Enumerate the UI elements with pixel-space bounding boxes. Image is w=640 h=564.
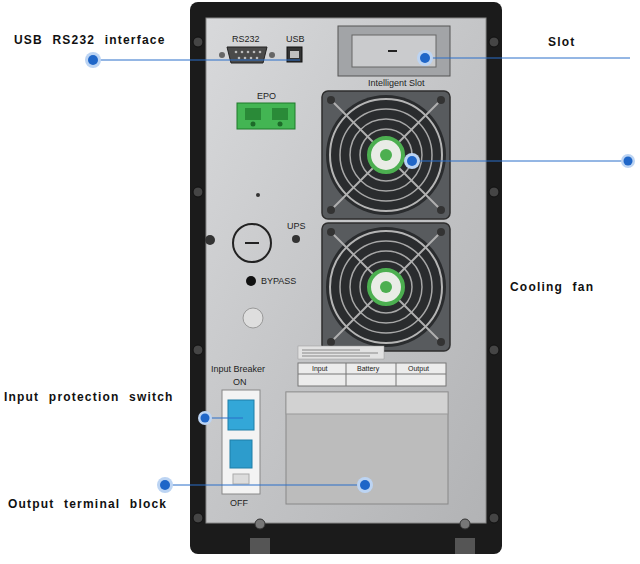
callout-label: Cooling fan bbox=[510, 281, 594, 295]
terminal-label: Input bbox=[312, 365, 328, 373]
port-label: USB bbox=[286, 34, 305, 44]
breaker-state-label: ON bbox=[233, 377, 247, 387]
switch-label: BYPASS bbox=[261, 276, 296, 286]
port-label: EPO bbox=[257, 91, 276, 101]
port-label: RS232 bbox=[232, 34, 260, 44]
callout-label: Output terminal block bbox=[8, 498, 167, 512]
breaker-label: Input Breaker bbox=[211, 364, 265, 374]
terminal-label: Output bbox=[408, 365, 429, 373]
terminal-label: Battery bbox=[357, 365, 379, 373]
callout-label: Input protection switch bbox=[4, 391, 174, 405]
slot-label: Intelligent Slot bbox=[368, 78, 425, 88]
switch-label: UPS bbox=[287, 221, 306, 231]
callout-label: Slot bbox=[548, 36, 575, 50]
callout-label: USB RS232 interface bbox=[14, 34, 166, 48]
breaker-state-label: OFF bbox=[230, 498, 248, 508]
